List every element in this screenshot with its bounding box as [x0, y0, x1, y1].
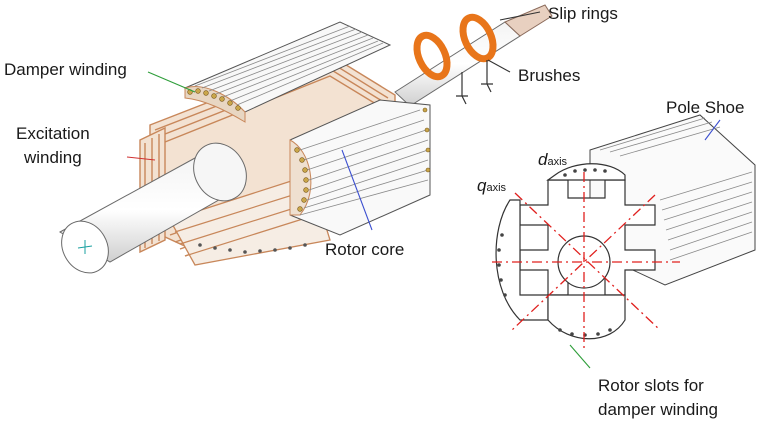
rotor-core-section	[492, 114, 756, 350]
q-axis-sub: axis	[486, 182, 507, 194]
slip-rings-label: Slip rings	[548, 4, 618, 23]
d-axis-sub: axis	[547, 156, 568, 168]
top-pole-shoe	[183, 21, 392, 123]
damper-winding-label: Damper winding	[4, 60, 127, 79]
rotor-slots-label-line1: Rotor slots for	[598, 376, 704, 395]
d-axis-label: daxis	[538, 150, 567, 170]
leader-lines	[126, 11, 721, 369]
d-axis-main: d	[538, 150, 548, 169]
rotor-slots-label-line2: damper winding	[598, 400, 719, 419]
brushes-label: Brushes	[518, 66, 581, 85]
right-pole-shoe	[198, 99, 431, 254]
excitation-winding-label-line2: winding	[24, 148, 82, 167]
brushes	[456, 60, 493, 105]
slip-rings	[413, 13, 497, 81]
rotor-assembly	[58, 4, 553, 274]
dq-axes	[492, 172, 680, 350]
q-axis-main: q	[477, 176, 487, 195]
rotor-core-label: Rotor core	[325, 240, 405, 259]
excitation-winding-label-line1: Excitation	[16, 124, 90, 143]
q-axis-label: qaxis	[477, 176, 506, 196]
pole-shoe-label: Pole Shoe	[666, 98, 745, 117]
rotor-shaft	[58, 142, 247, 274]
